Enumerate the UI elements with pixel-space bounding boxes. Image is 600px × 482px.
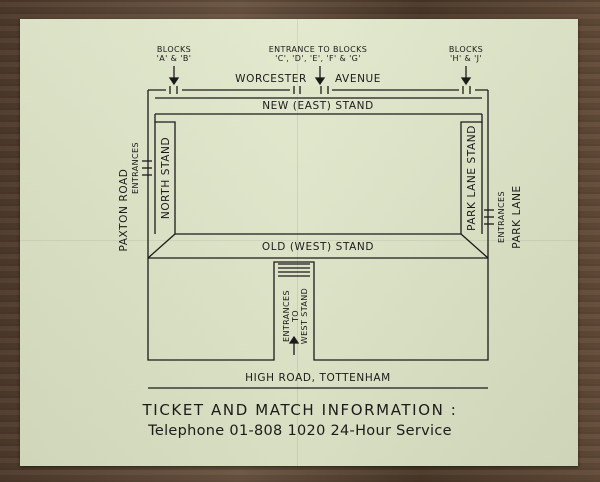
avenue-label: AVENUE: [335, 73, 381, 85]
park-lane-entrances-label: ENTRANCES: [497, 191, 506, 243]
ticket-info-heading: TICKET AND MATCH INFORMATION :: [142, 401, 458, 419]
arrow-down-icon: [314, 77, 326, 86]
paxton-entrances-label: ENTRANCES: [131, 142, 140, 194]
stadium-outline: [147, 89, 489, 389]
telephone-info: Telephone 01-808 1020 24-Hour Service: [148, 423, 452, 439]
north-stand-label: NORTH STAND: [160, 137, 172, 219]
west-stand-entrances-label-1: ENTRANCES: [282, 290, 291, 342]
high-road-label: HIGH ROAD, TOTTENHAM: [245, 372, 391, 384]
entrance-gates-top: [166, 86, 475, 94]
worcester-label: WORCESTER: [235, 73, 307, 85]
west-stand-entrances-label-3: WEST STAND: [300, 288, 309, 344]
old-west-stand-label: OLD (WEST) STAND: [262, 241, 374, 253]
arrow-up-icon: [288, 335, 300, 344]
new-east-stand-label: NEW (EAST) STAND: [262, 100, 374, 112]
north-stand-edge: [154, 114, 176, 234]
arrow-icons: [168, 66, 472, 355]
park-lane-stand-edge: [460, 114, 483, 234]
blocks-hj-label-1: BLOCKS: [449, 45, 483, 54]
blocks-cdefg-label-1: ENTRANCE TO BLOCKS: [269, 45, 368, 54]
paper-fold-horizontal: [20, 240, 578, 241]
arrow-down-icon: [168, 77, 180, 86]
blocks-hj-label-2: 'H' & 'J': [450, 54, 482, 63]
park-lane-label: PARK LANE: [511, 185, 523, 249]
west-stand-steps: [278, 263, 310, 277]
paper-fold-vertical: [297, 19, 298, 466]
west-stand-entrances-label-2: TO: [291, 310, 300, 323]
arrow-down-icon: [460, 77, 472, 86]
park-lane-stand-label: PARK LANE STAND: [466, 125, 478, 231]
paxton-road-label: PAXTON ROAD: [118, 169, 130, 252]
west-stand-left-edge: [147, 233, 176, 259]
blocks-ab-label-1: BLOCKS: [157, 45, 191, 54]
ground-perimeter: [147, 98, 489, 361]
side-entrance-gates: [142, 160, 494, 225]
blocks-ab-label-2: 'A' & 'B': [157, 54, 192, 63]
blocks-cdefg-label-2: 'C', 'D', 'E', 'F' & 'G': [275, 54, 361, 63]
west-stand-right-edge: [460, 233, 489, 259]
